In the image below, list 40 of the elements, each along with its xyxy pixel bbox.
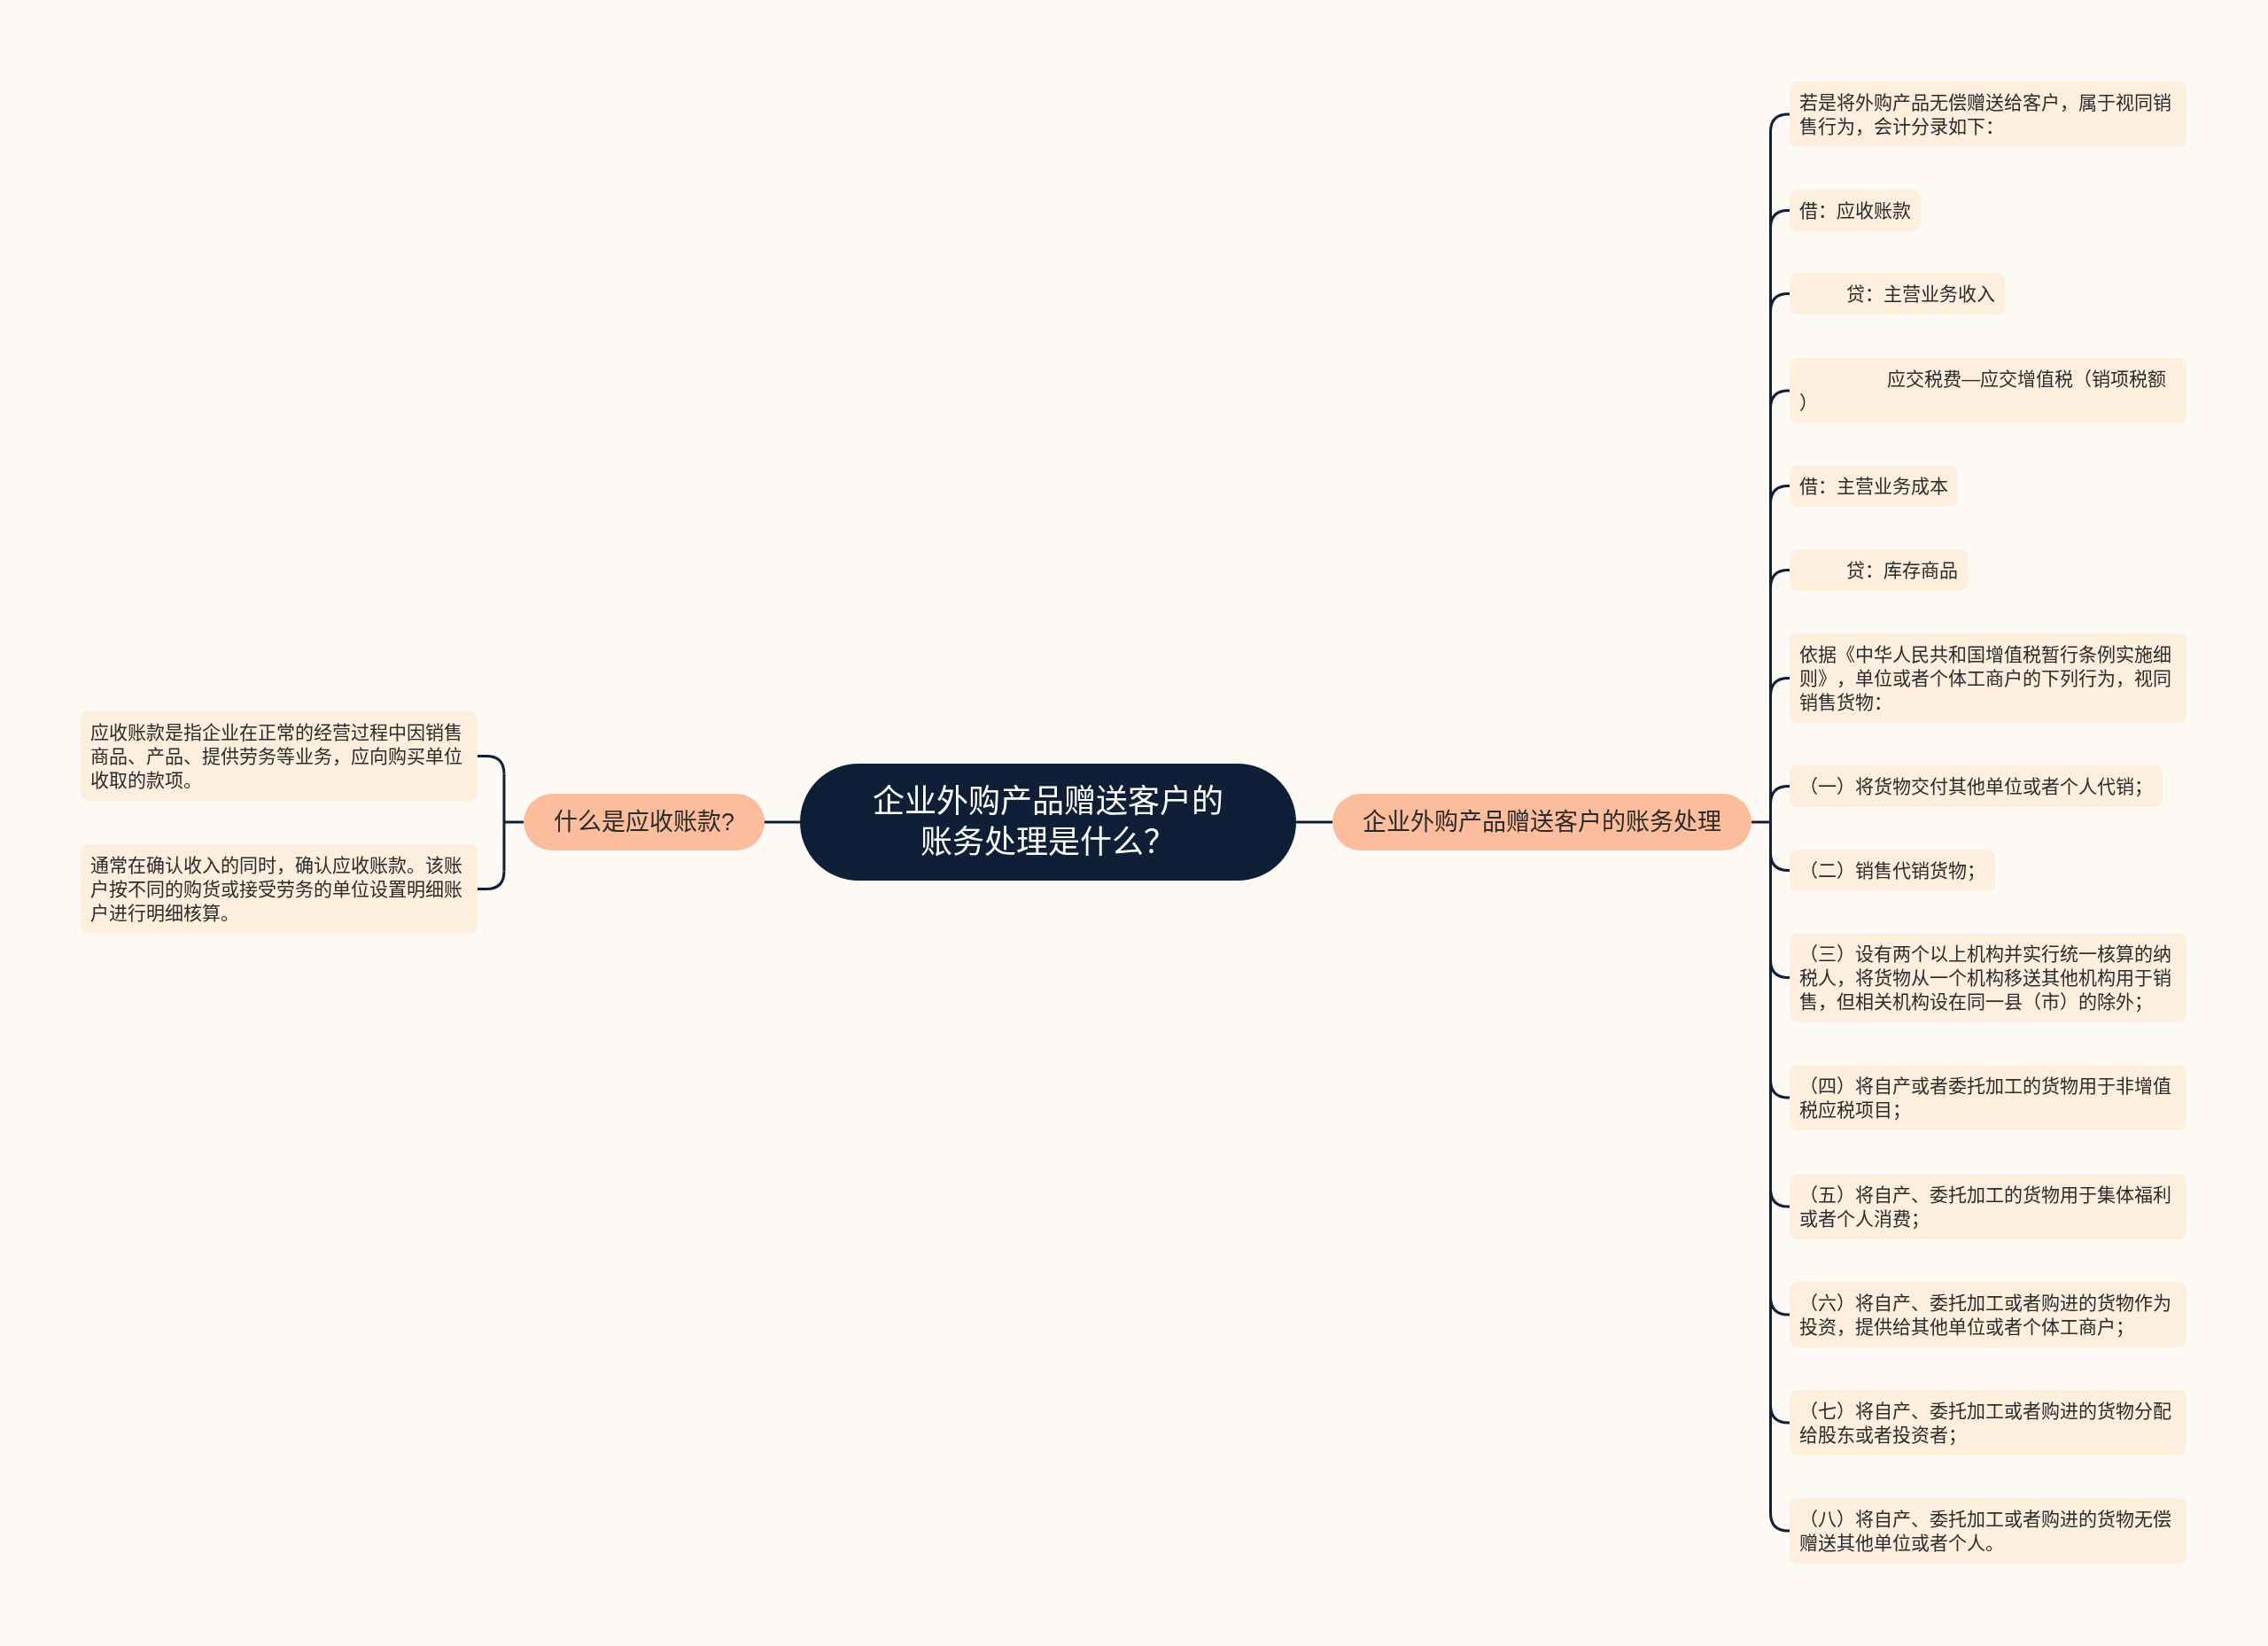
connector-line bbox=[1769, 1188, 1790, 1208]
topic-box: 什么是应收账款? bbox=[523, 794, 765, 850]
connector-line bbox=[1769, 389, 1790, 409]
note-box: 依据《中华人民共和国增值税暂行条例实施细则》，单位或者个体工商户的下列行为，视同销售货物： bbox=[1790, 633, 2186, 723]
connector-line bbox=[1769, 959, 1790, 979]
connector-line bbox=[1769, 1404, 1790, 1425]
note-box: 借：应收账款 bbox=[1790, 190, 1921, 231]
note-box: （四）将自产或者委托加工的货物用于非增值税应税项目； bbox=[1790, 1065, 2186, 1130]
note-box: 借：主营业务成本 bbox=[1790, 465, 1958, 507]
note-box: （六）将自产、委托加工或者购进的货物作为投资，提供给其他单位或者个体工商户； bbox=[1790, 1282, 2186, 1347]
connector-line bbox=[1769, 1079, 1790, 1099]
note-box: （八）将自产、委托加工或者购进的货物无偿赠送其他单位或者个人。 bbox=[1790, 1498, 2186, 1564]
note-box: （一）将货物交付其他单位或者个人代销； bbox=[1790, 765, 2163, 807]
connector-line bbox=[478, 871, 506, 890]
note-box: 贷：库存商品 bbox=[1790, 549, 1968, 591]
connector-line bbox=[1769, 485, 1790, 504]
connector-line bbox=[765, 820, 800, 824]
connector-line bbox=[1769, 1512, 1790, 1533]
connector-line bbox=[1769, 209, 1790, 229]
connector-line bbox=[1769, 785, 1790, 804]
connector-line bbox=[478, 755, 506, 774]
connector-line bbox=[1296, 820, 1332, 824]
connector-line bbox=[1769, 292, 1790, 312]
connector-line bbox=[1750, 130, 1772, 1515]
note-box: 应交税费—应交增值税（销项税额） bbox=[1790, 358, 2186, 423]
note-box: 应收账款是指企业在正常的经营过程中因销售商品、产品、提供劳务等业务，应向购买单位收取的款项。 bbox=[81, 711, 478, 801]
note-box: 贷：主营业务收入 bbox=[1790, 273, 2005, 314]
note-box: 通常在确认收入的同时，确认应收账款。该账户按不同的购货或接受劳务的单位设置明细账户进行明细核算。 bbox=[81, 844, 478, 934]
note-box: （七）将自产、委托加工或者购进的货物分配给股东或者投资者； bbox=[1790, 1390, 2186, 1456]
connector-line bbox=[1769, 852, 1790, 872]
note-box: （三）设有两个以上机构并实行统一核算的纳税人，将货物从一个机构移送其他机构用于销售，但相关机构设在同一县（市）的除外； bbox=[1790, 933, 2186, 1022]
note-box: （五）将自产、委托加工的货物用于集体福利或者个人消费； bbox=[1790, 1174, 2186, 1239]
note-box: 若是将外购产品无偿赠送给客户，属于视同销售行为，会计分录如下： bbox=[1790, 82, 2186, 147]
topic-box: 企业外购产品赠送客户的账务处理 bbox=[1332, 794, 1751, 850]
connector-line bbox=[1769, 1296, 1790, 1316]
connector-line bbox=[1769, 569, 1790, 588]
connector-line bbox=[1769, 113, 1790, 133]
connector-line bbox=[1769, 677, 1790, 696]
central-topic-box: 企业外购产品赠送客户的账务处理是什么？ bbox=[800, 764, 1296, 881]
note-box: （二）销售代销货物； bbox=[1790, 850, 1995, 891]
